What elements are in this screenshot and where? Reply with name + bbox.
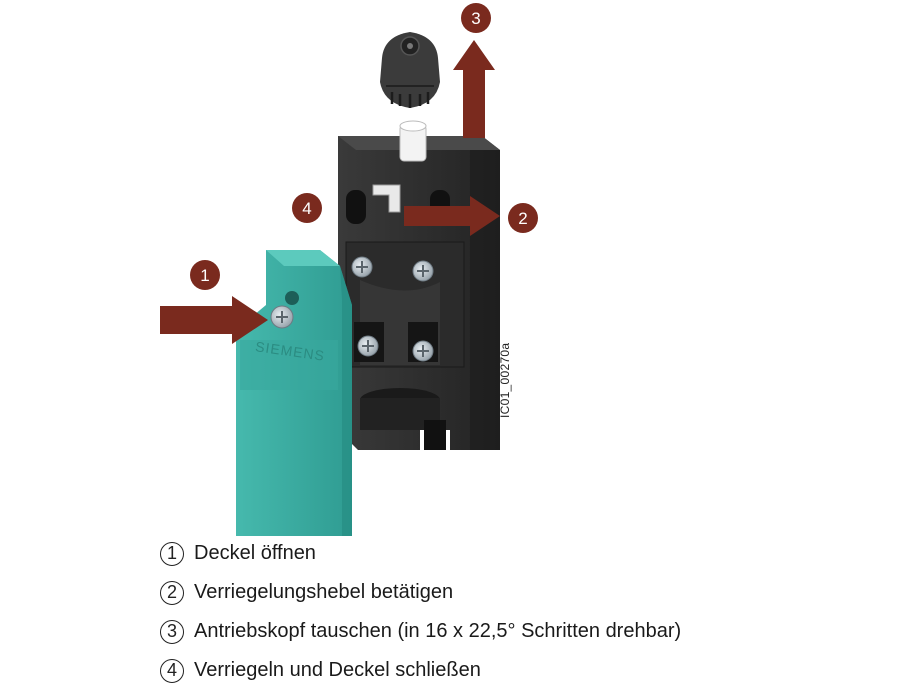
svg-text:1: 1 — [200, 266, 209, 285]
terminal-screw — [412, 260, 434, 282]
legend-item: 1 Deckel öffnen — [160, 538, 860, 569]
legend-text: Verriegeln und Deckel schließen — [194, 659, 481, 681]
legend-text: Antriebskopf tauschen (in 16 x 22,5° Sch… — [194, 620, 682, 642]
callout-2: 2 — [508, 203, 538, 233]
legend-number: 3 — [160, 619, 184, 644]
drawing-id: IC01_00270a — [498, 342, 512, 418]
legend-number: 2 — [160, 580, 184, 605]
terminal-screw — [351, 256, 373, 278]
actuator-head — [380, 32, 440, 108]
arrow-step-3 — [453, 40, 495, 138]
callout-3: 3 — [461, 3, 491, 33]
legend-number: 4 — [160, 658, 184, 683]
cover-screw — [270, 305, 294, 329]
svg-text:3: 3 — [471, 9, 480, 28]
cover: SIEMENS — [236, 250, 352, 536]
legend-text: Verriegelungshebel betätigen — [194, 581, 454, 603]
arrow-step-1 — [160, 296, 268, 344]
terminal-screw — [357, 335, 379, 357]
arrow-step-2 — [404, 196, 500, 236]
svg-text:4: 4 — [302, 199, 311, 218]
legend-item: 2 Verriegelungshebel betätigen — [160, 577, 860, 608]
legend-item: 4 Verriegeln und Deckel schließen — [160, 655, 860, 686]
callout-1: 1 — [190, 260, 220, 290]
switch-body — [338, 120, 500, 450]
terminal-screw — [412, 340, 434, 362]
legend-text: Deckel öffnen — [194, 542, 316, 564]
legend-item: 3 Antriebskopf tauschen (in 16 x 22,5° S… — [160, 616, 860, 647]
legend: 1 Deckel öffnen 2 Verriegelungshebel bet… — [160, 538, 860, 694]
callout-4: 4 — [292, 193, 322, 223]
svg-text:2: 2 — [518, 209, 527, 228]
legend-number: 1 — [160, 541, 184, 566]
